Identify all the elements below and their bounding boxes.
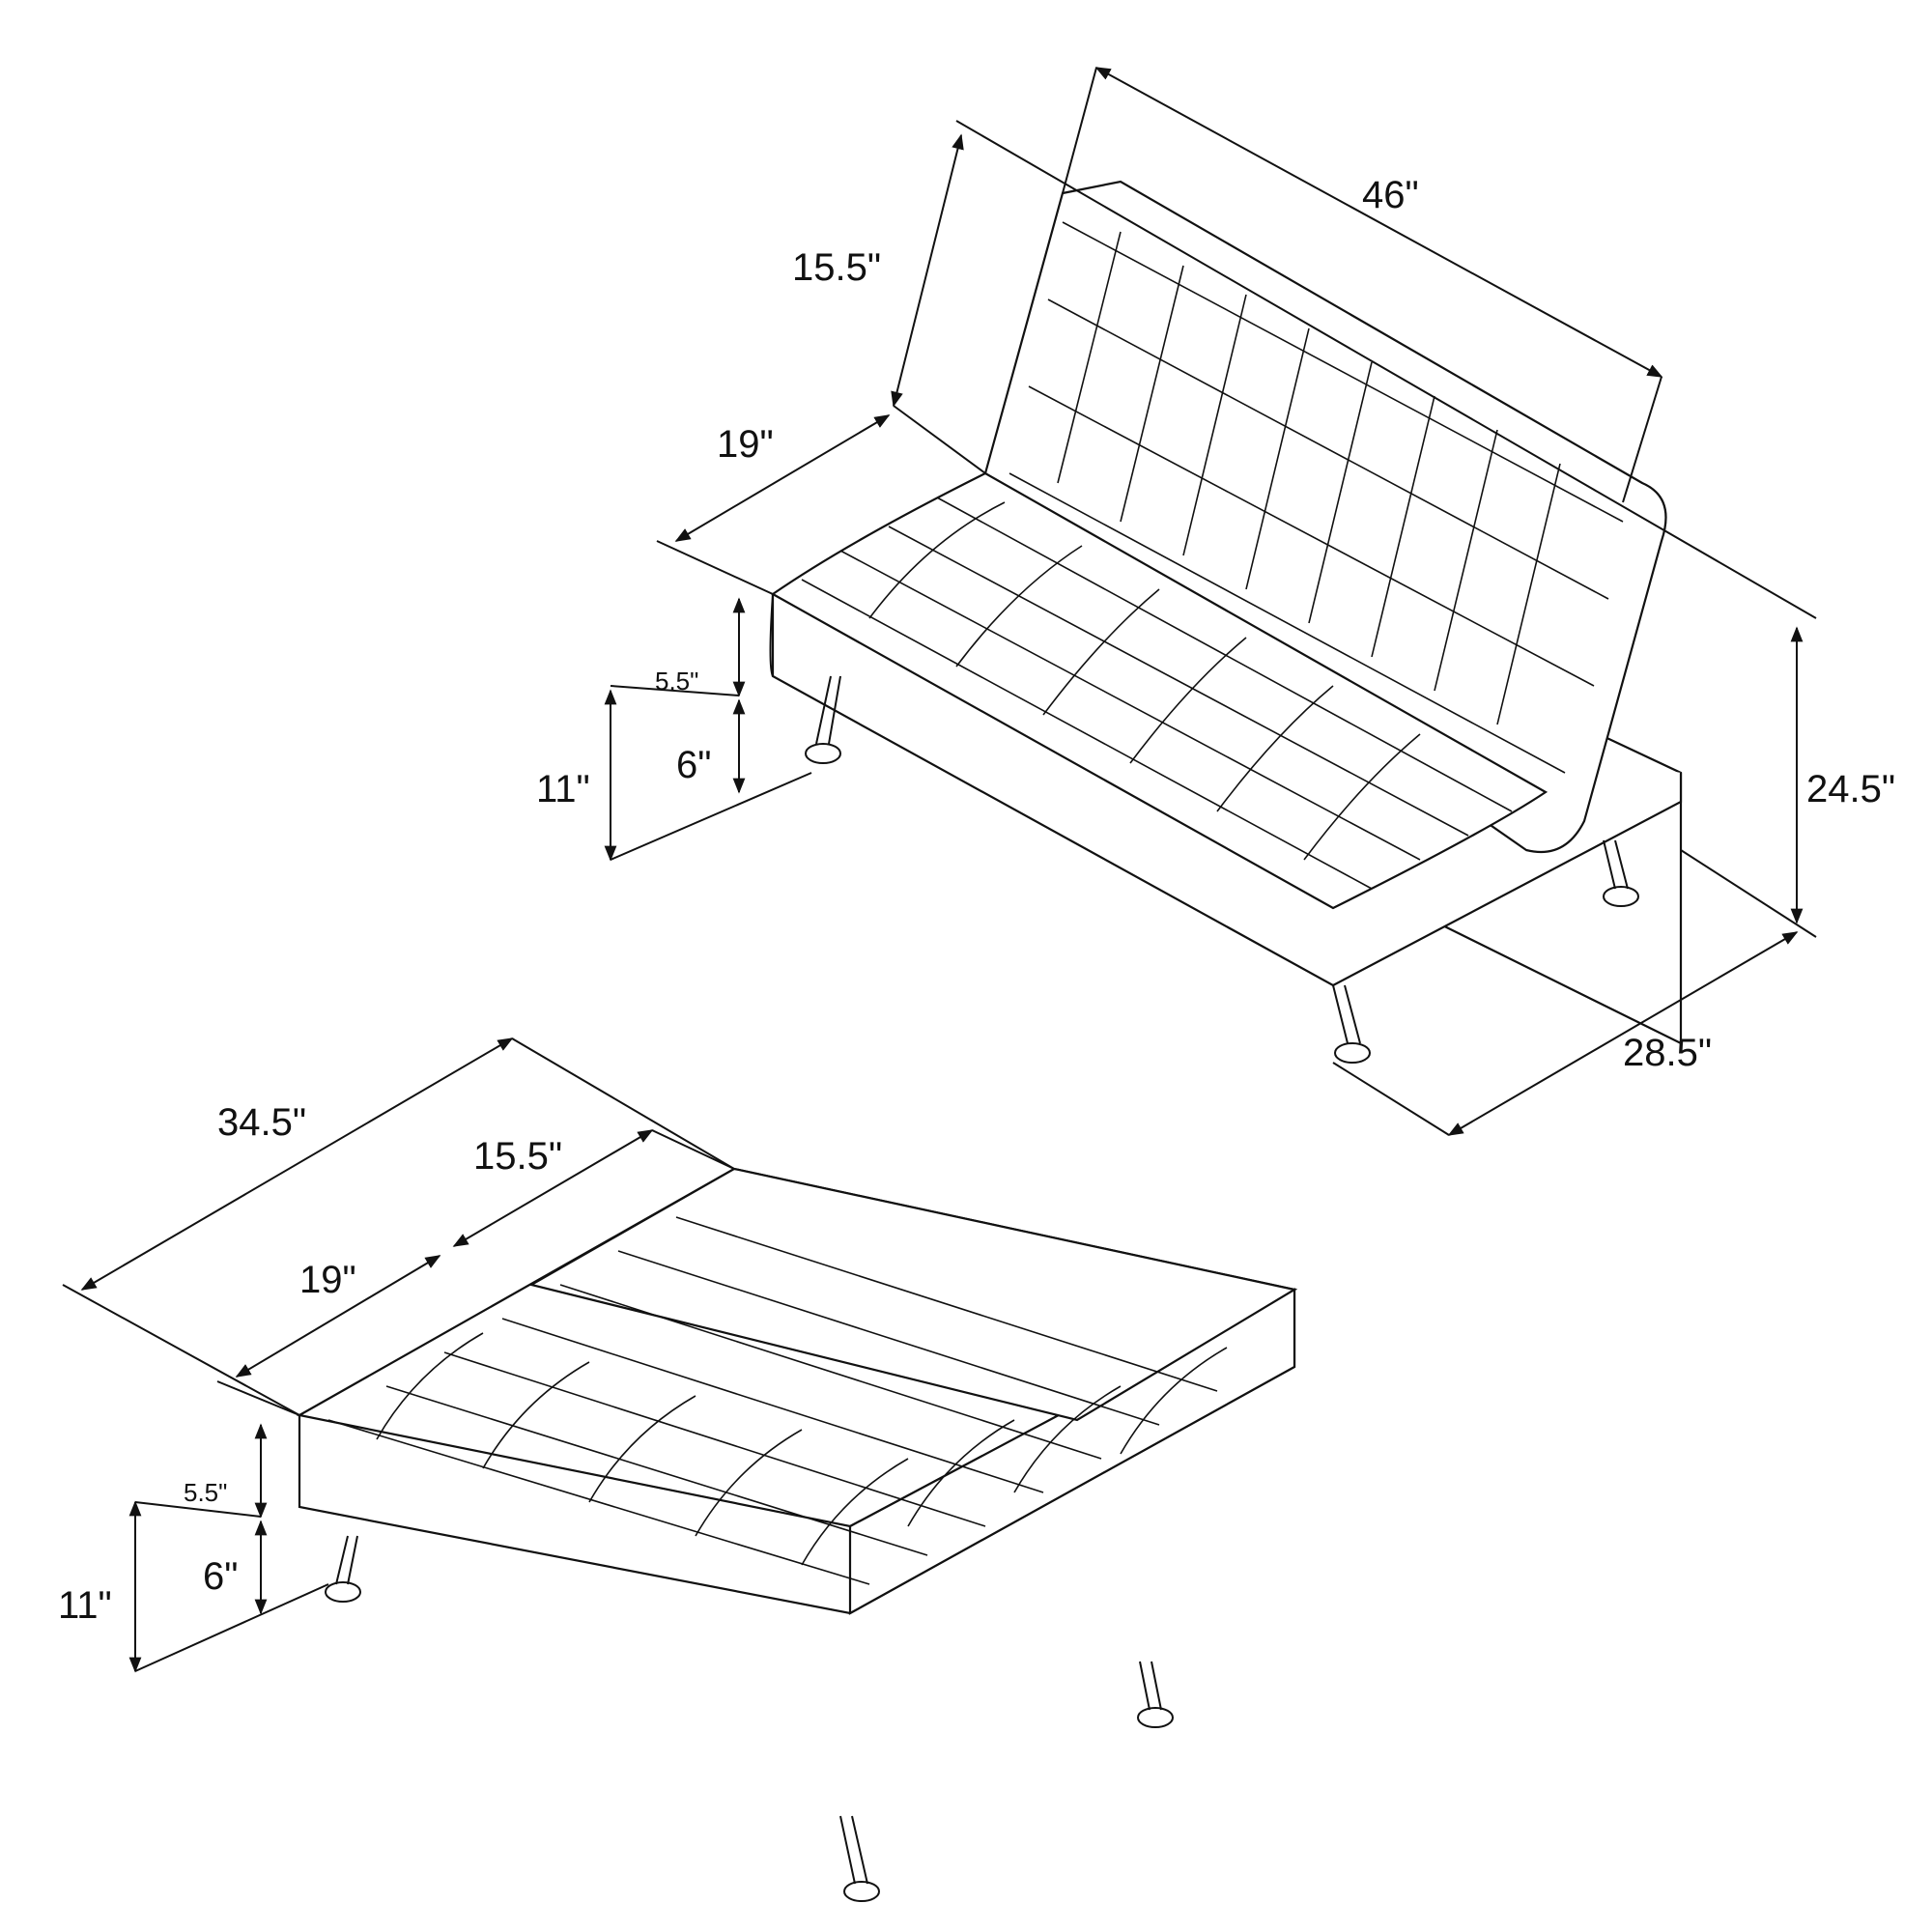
sofa-bed-drawing [296,1167,1298,1902]
bed-seat-section-label: 19" [299,1259,356,1301]
overall-height-label: 24.5" [1806,768,1896,810]
seat-depth-label: 19" [717,423,774,466]
sofa-upright-drawing [769,180,1683,1064]
overall-depth-label: 28.5" [1623,1032,1713,1074]
bed-cushion-thickness-label: 5.5" [184,1478,228,1507]
bed-length-label: 34.5" [217,1101,307,1144]
overall-width-label: 46" [1362,174,1419,216]
sofa-upright-dimension-lines [604,67,1817,1136]
cushion-thickness-label: 5.5" [655,667,699,696]
back-height-label: 15.5" [792,246,882,289]
bed-back-section-label: 15.5" [473,1135,563,1178]
seat-height-label: 11" [536,768,590,810]
bed-seat-height-label: 11" [58,1584,112,1627]
bed-leg-height-label: 6" [203,1555,239,1598]
leg-height-label: 6" [676,744,712,786]
sofa-bed-dimension-lines [62,1037,735,1673]
